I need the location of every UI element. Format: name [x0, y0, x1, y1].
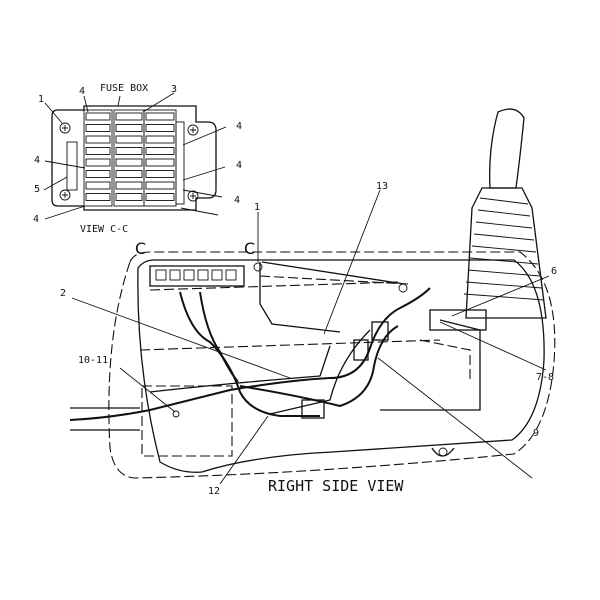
- callout-13: 13: [376, 181, 388, 192]
- fuse: [183, 269, 195, 281]
- fuse: [85, 170, 111, 178]
- callout-6: 6: [551, 266, 557, 277]
- callout-4: 4: [79, 86, 85, 97]
- boot-fold: [467, 269, 541, 277]
- boot-fold: [477, 209, 531, 217]
- boot-fold: [475, 221, 533, 229]
- callout-4: 4: [236, 160, 242, 171]
- callout-2: 2: [60, 288, 66, 299]
- callout-4: 4: [33, 214, 39, 225]
- callout-1: 1: [254, 202, 260, 213]
- fuse-box-detail: [43, 92, 227, 220]
- view-label: VIEW C-C: [80, 224, 128, 235]
- fuse: [197, 269, 209, 281]
- fuse: [85, 135, 111, 144]
- callout-5: 5: [34, 184, 40, 195]
- fuse: [85, 112, 111, 121]
- boot-fold: [473, 233, 535, 241]
- callout-9: 9: [533, 428, 539, 439]
- section-mark-c-right: C: [244, 239, 255, 258]
- callout-7-8: 7-8: [536, 372, 554, 383]
- fuse: [115, 170, 143, 178]
- fuse: [115, 193, 143, 201]
- fuse: [115, 112, 143, 121]
- callout-10-11: 10-11: [78, 355, 108, 366]
- fuse: [115, 135, 143, 144]
- callout-4: 4: [236, 121, 242, 132]
- fuse: [145, 147, 175, 155]
- fuse: [211, 269, 223, 281]
- callout-4: 4: [234, 195, 240, 206]
- view-title: RIGHT SIDE VIEW: [268, 477, 404, 495]
- callout-3: 3: [171, 84, 177, 95]
- fuse: [145, 135, 175, 144]
- fuse: [155, 269, 167, 281]
- fuse: [85, 124, 111, 132]
- fuse: [225, 269, 237, 281]
- fuse: [115, 124, 143, 132]
- fuse: [85, 193, 111, 201]
- callout-4: 4: [34, 155, 40, 166]
- fuse: [145, 158, 175, 167]
- fuse: [169, 269, 181, 281]
- fuse: [145, 124, 175, 132]
- fuse: [85, 181, 111, 190]
- fuse-column: [83, 109, 113, 207]
- boot-fold: [465, 281, 543, 289]
- boot-fold: [469, 257, 539, 265]
- boot-fold: [479, 197, 529, 205]
- fuse-box-title: FUSE BOX: [100, 83, 148, 94]
- fuse: [115, 181, 143, 190]
- callout-1: 1: [38, 94, 44, 105]
- fuse: [145, 170, 175, 178]
- boot-fold: [463, 293, 545, 301]
- fuse: [145, 112, 175, 121]
- fuse: [85, 147, 111, 155]
- fuse: [115, 158, 143, 167]
- section-mark-c-left: C: [135, 239, 146, 258]
- fuse: [145, 181, 175, 190]
- fuse: [115, 147, 143, 155]
- console-drawing: [69, 108, 556, 485]
- fuse: [145, 193, 175, 201]
- fuse: [85, 158, 111, 167]
- callout-12: 12: [208, 486, 220, 497]
- boot-fold: [471, 245, 537, 253]
